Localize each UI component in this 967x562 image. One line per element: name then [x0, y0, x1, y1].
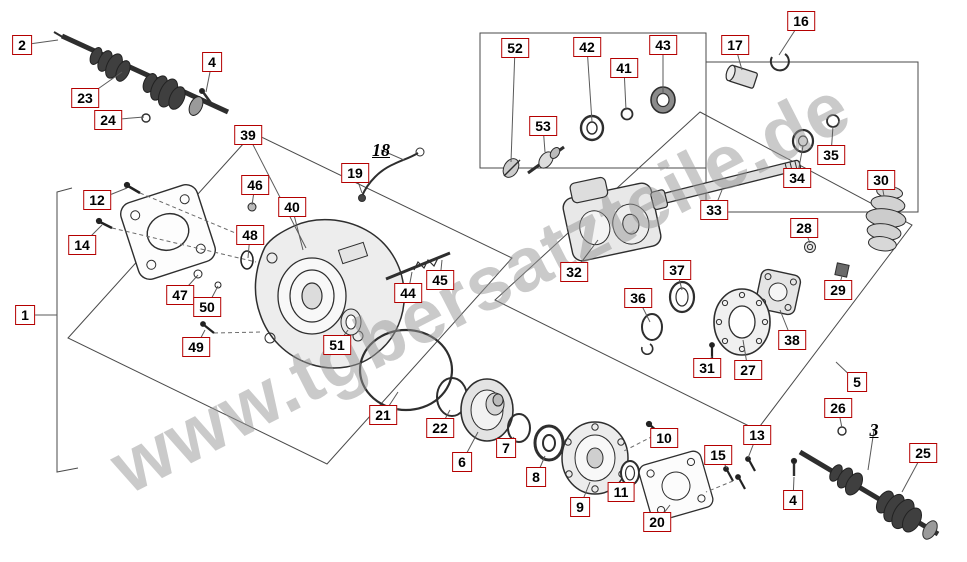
part-label-6: 6 — [452, 452, 472, 472]
part-label-28: 28 — [790, 218, 818, 238]
part-label-29: 29 — [824, 280, 852, 300]
part-label-40: 40 — [278, 197, 306, 217]
part-label-2: 2 — [12, 35, 32, 55]
part-label-5: 5 — [847, 372, 867, 392]
part-label-24: 24 — [94, 110, 122, 130]
part-label-47: 47 — [166, 285, 194, 305]
outer-cv-boot — [142, 73, 186, 110]
part-label-39: 39 — [234, 125, 262, 145]
pinion-gear — [502, 158, 521, 178]
leader-line — [247, 134, 307, 249]
group-bracket — [56, 187, 79, 473]
right-drive-axle — [790, 426, 940, 540]
cover-gasket — [638, 450, 714, 522]
gasket-bolts — [705, 456, 756, 493]
large-snap-ring — [358, 328, 454, 412]
part-label-50: 50 — [193, 297, 221, 317]
part-label-15: 15 — [704, 445, 732, 465]
ball-bearing — [533, 424, 565, 462]
left-drive-axle — [53, 31, 230, 123]
part-label-38: 38 — [778, 330, 806, 350]
inner-cv-boot — [89, 47, 131, 82]
leader-line — [586, 46, 593, 123]
input-shaft — [527, 145, 565, 175]
spacer-ring — [507, 413, 531, 443]
reference-panels — [56, 32, 919, 473]
differential-carrier — [562, 176, 662, 262]
part-label-26: 26 — [824, 398, 852, 418]
part-label-17: 17 — [721, 35, 749, 55]
breather-tube — [358, 147, 425, 202]
part-label-45: 45 — [426, 270, 454, 290]
part-label-13: 13 — [743, 425, 771, 445]
part-label-20: 20 — [643, 512, 671, 532]
part-label-46: 46 — [241, 175, 269, 195]
part-label-34: 34 — [783, 168, 811, 188]
leader-line — [380, 149, 405, 161]
part-label-41: 41 — [610, 58, 638, 78]
part-label-35: 35 — [817, 145, 845, 165]
gear-housing — [254, 218, 405, 369]
axle-bolt — [201, 91, 213, 104]
part-label-31: 31 — [693, 358, 721, 378]
flange-bolts — [95, 181, 257, 263]
part-label-19: 19 — [341, 163, 369, 183]
part-label-37: 37 — [663, 260, 691, 280]
brake-rotor-disc — [713, 288, 771, 356]
bearing-rings — [640, 280, 696, 355]
outer-bearing-set — [791, 114, 840, 154]
part-label-30: 30 — [867, 170, 895, 190]
pin-and-spring — [385, 251, 451, 281]
part-label-42: 42 — [573, 37, 601, 57]
part-label-14: 14 — [68, 235, 96, 255]
side-cover — [561, 421, 629, 495]
part-label-7: 7 — [496, 438, 516, 458]
spacer-collar — [725, 64, 758, 89]
part-label-4: 4 — [202, 52, 222, 72]
part-label-53: 53 — [529, 116, 557, 136]
part-label-33: 33 — [700, 200, 728, 220]
part-label-8: 8 — [526, 467, 546, 487]
part-label-12: 12 — [83, 190, 111, 210]
o-ring — [141, 113, 151, 123]
part-label-48: 48 — [236, 225, 264, 245]
part-label-21: 21 — [369, 405, 397, 425]
part-label-1: 1 — [15, 305, 35, 325]
part-label-18: 18 — [372, 140, 390, 160]
inner-cv-boot — [829, 464, 864, 496]
part-label-9: 9 — [570, 497, 590, 517]
part-label-36: 36 — [624, 288, 652, 308]
part-label-44: 44 — [394, 283, 422, 303]
part-label-49: 49 — [182, 337, 210, 357]
axle-flange-plate — [120, 184, 216, 280]
output-flange — [754, 268, 802, 316]
leader-line — [510, 47, 516, 163]
part-label-4: 4 — [783, 490, 803, 510]
leader-line — [867, 429, 875, 471]
outer-cv-boot — [875, 490, 922, 533]
part-label-27: 27 — [734, 360, 762, 380]
part-label-3: 3 — [869, 420, 879, 440]
part-label-22: 22 — [426, 418, 454, 438]
part-label-51: 51 — [323, 335, 351, 355]
part-label-25: 25 — [909, 443, 937, 463]
inner-bearing — [340, 308, 362, 336]
shaft-bearings — [579, 86, 676, 142]
part-label-16: 16 — [787, 11, 815, 31]
ring-gear — [460, 378, 514, 442]
part-label-11: 11 — [607, 482, 635, 502]
snap-ring — [769, 53, 790, 72]
part-label-10: 10 — [650, 428, 678, 448]
part-label-32: 32 — [560, 262, 588, 282]
part-label-23: 23 — [71, 88, 99, 108]
housing-small-parts — [193, 202, 263, 334]
part-label-52: 52 — [501, 38, 529, 58]
part-label-43: 43 — [649, 35, 677, 55]
lock-nuts — [804, 241, 850, 278]
